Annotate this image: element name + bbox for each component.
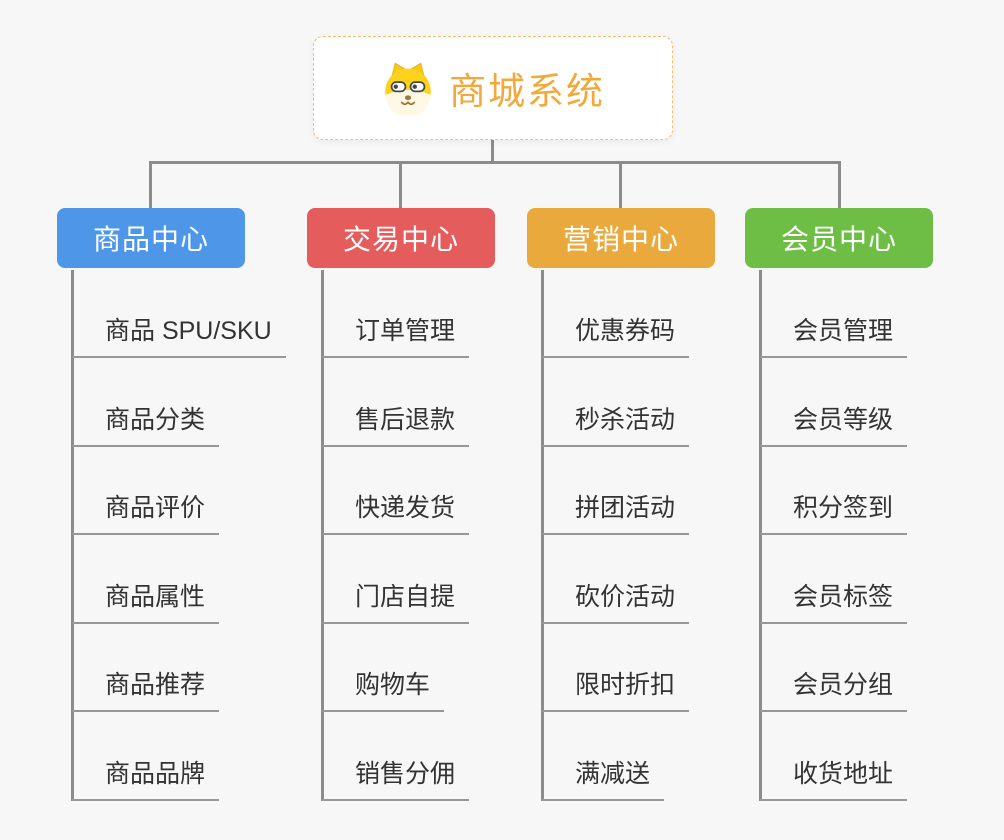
leaf-node[interactable]: 门店自提 [322, 578, 470, 624]
leaf-node[interactable]: 商品推荐 [72, 666, 220, 712]
leaf-node[interactable]: 售后退款 [322, 401, 470, 447]
leaf-node[interactable]: 秒杀活动 [542, 401, 690, 447]
leaf-node[interactable]: 拼团活动 [542, 489, 690, 535]
leaf-node[interactable]: 限时折扣 [542, 666, 690, 712]
root-title: 商城系统 [449, 71, 605, 112]
leaf-node[interactable]: 积分签到 [760, 489, 908, 535]
leaf-node[interactable]: 商品分类 [72, 401, 220, 447]
leaf-node[interactable]: 会员管理 [760, 312, 908, 358]
leaf-node[interactable]: 商品 SPU/SKU [72, 312, 286, 358]
branch-node-trade-center[interactable]: 交易中心 [307, 208, 495, 268]
connector-line [491, 140, 494, 163]
connector-line [838, 161, 841, 209]
leaf-node[interactable]: 会员等级 [760, 401, 908, 447]
leaf-node[interactable]: 快递发货 [322, 489, 470, 535]
connector-line [149, 161, 152, 209]
leaf-node[interactable]: 商品品牌 [72, 755, 220, 801]
leaf-node[interactable]: 商品评价 [72, 489, 220, 535]
connector-line [619, 161, 622, 209]
leaf-node[interactable]: 满减送 [542, 755, 665, 801]
connector-line [71, 270, 74, 801]
branch-node-member-center[interactable]: 会员中心 [745, 208, 933, 268]
leaf-node[interactable]: 订单管理 [322, 312, 470, 358]
branch-node-marketing-center[interactable]: 营销中心 [527, 208, 715, 268]
leaf-node[interactable]: 购物车 [322, 666, 445, 712]
leaf-node[interactable]: 砍价活动 [542, 578, 690, 624]
root-node[interactable]: 商城系统 [313, 36, 673, 140]
connector-line [321, 270, 324, 801]
leaf-node[interactable]: 商品属性 [72, 578, 220, 624]
connector-line [399, 161, 402, 209]
shiba-dog-icon [381, 61, 435, 118]
leaf-node[interactable]: 收货地址 [760, 755, 908, 801]
connector-line [541, 270, 544, 801]
leaf-node[interactable]: 优惠券码 [542, 312, 690, 358]
leaf-node[interactable]: 会员分组 [760, 666, 908, 712]
connector-line [759, 270, 762, 801]
leaf-node[interactable]: 销售分佣 [322, 755, 470, 801]
branch-node-product-center[interactable]: 商品中心 [57, 208, 245, 268]
connector-line [149, 161, 841, 164]
leaf-node[interactable]: 会员标签 [760, 578, 908, 624]
